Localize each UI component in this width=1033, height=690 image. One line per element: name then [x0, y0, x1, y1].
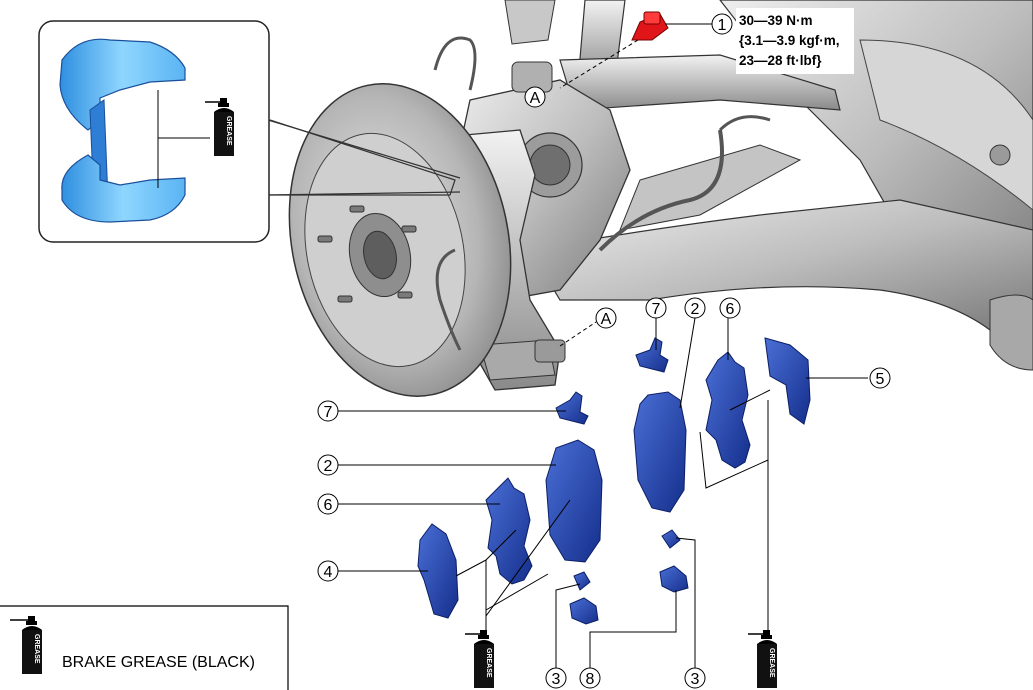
svg-text:1: 1 [718, 17, 727, 34]
callout-4: 4 [317, 560, 339, 582]
suspension-assembly [288, 0, 1033, 397]
leader-lines [338, 317, 868, 668]
svg-text:A: A [530, 90, 541, 107]
caliper-bolt-red [631, 11, 669, 41]
torque-spec: 30—39 N·m {3.1—3.9 kgf·m, 23—28 ft·lbf} [736, 8, 854, 74]
callout-8: 8 [579, 667, 601, 689]
svg-text:8: 8 [586, 671, 595, 688]
svg-text:7: 7 [324, 404, 333, 421]
svg-text:4: 4 [324, 564, 333, 581]
brake-pad-left [545, 439, 603, 563]
caliper-bracket-detail-inset [38, 20, 461, 243]
pad-clip-upper [635, 337, 669, 373]
svg-text:6: 6 [324, 497, 333, 514]
svg-text:7: 7 [652, 301, 661, 318]
pad-shim-outer-right [764, 337, 811, 425]
callout-3-left: 3 [545, 667, 567, 689]
svg-text:5: 5 [876, 371, 885, 388]
pad-spring-left [569, 597, 599, 625]
callout-2-upper: 2 [684, 297, 706, 319]
bolt-leader-dashed [559, 39, 639, 89]
callout-2-left: 2 [317, 454, 339, 476]
grease-can-icon: GREASE [465, 630, 494, 688]
svg-text:2: 2 [691, 301, 700, 318]
svg-text:30—39 N·m: 30—39 N·m [739, 13, 813, 28]
callout-7-left: 7 [317, 400, 339, 422]
pad-shim-inner-right [705, 351, 751, 469]
grease-can-text: GREASE [33, 634, 40, 664]
callout-1: 1 [711, 13, 733, 35]
grease-can-icon: GREASE [748, 630, 777, 688]
svg-text:23—28 ft·lbf}: 23—28 ft·lbf} [739, 53, 822, 68]
callout-5: 5 [869, 367, 891, 389]
grease-can-icon: GREASE [205, 98, 234, 156]
pad-shim-inner-left [485, 477, 533, 585]
brake-pad-right [633, 391, 687, 513]
svg-text:A: A [601, 311, 612, 328]
svg-text:3: 3 [552, 671, 561, 688]
legend-grease-can-icon: GREASE [10, 616, 42, 674]
callout-6-upper: 6 [719, 297, 741, 319]
legend-box: GREASE BRAKE GREASE (BLACK) [0, 605, 289, 690]
pad-clip-left [555, 391, 589, 425]
grease-can-text: GREASE [485, 648, 492, 678]
callout-7-upper: 7 [645, 297, 667, 319]
callout-3-right: 3 [684, 667, 706, 689]
svg-text:2: 2 [324, 458, 333, 475]
pad-shim-outer-left [417, 523, 459, 619]
legend-label: BRAKE GREASE (BLACK) [62, 654, 255, 671]
pad-wear-clip-right [661, 529, 681, 549]
callout-6-left: 6 [317, 493, 339, 515]
grease-can-text: GREASE [768, 648, 775, 678]
svg-text:3: 3 [691, 671, 700, 688]
callout-a-upper: A [524, 86, 546, 108]
grease-can-text: GREASE [225, 116, 232, 146]
callout-a-lower: A [595, 307, 617, 329]
svg-text:{3.1—3.9 kgf·m,: {3.1—3.9 kgf·m, [739, 33, 840, 48]
pad-wear-clip-left [573, 571, 591, 591]
pad-spring-right [659, 565, 689, 593]
svg-text:6: 6 [726, 301, 735, 318]
